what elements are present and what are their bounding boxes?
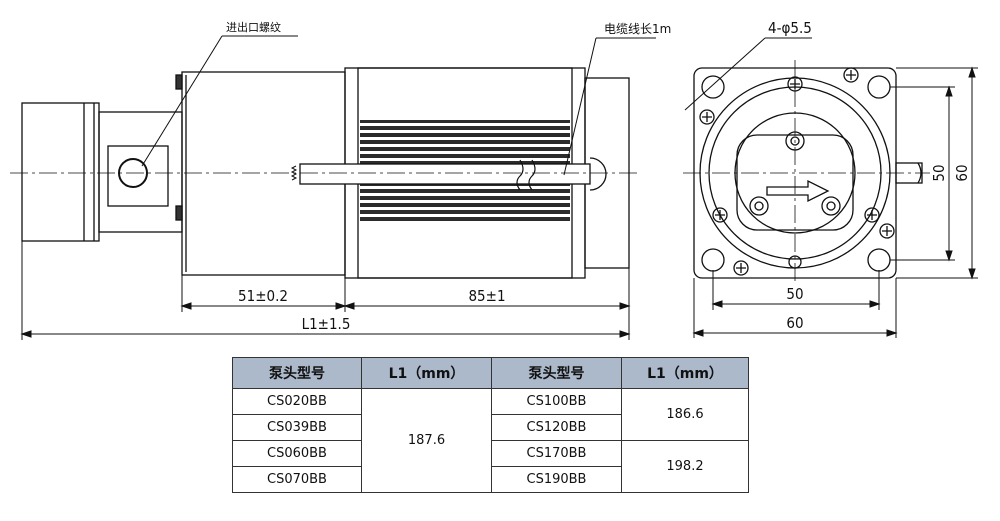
l1-cell-right-top: 186.6	[621, 388, 749, 441]
mounting-hole	[701, 75, 725, 99]
mounting-hole	[867, 75, 891, 99]
flow-direction-arrow	[766, 179, 830, 203]
cable-outlet	[299, 163, 591, 185]
hole-spec-label: 4-φ5.5	[768, 19, 812, 37]
pump-coupling-block	[98, 111, 183, 233]
pump-head-body	[21, 102, 100, 242]
dim-motor-length: 85±1	[468, 287, 505, 305]
model-cell: CS020BB	[232, 388, 362, 415]
model-cell: CS120BB	[491, 414, 622, 441]
mounting-hole	[867, 248, 891, 272]
model-cell: CS070BB	[232, 466, 362, 493]
inlet-outlet-thread-label: 进出口螺纹	[226, 20, 281, 34]
l1-cell-right-bottom: 198.2	[621, 440, 749, 493]
side-view	[21, 67, 630, 279]
header-pump-model-left: 泵头型号	[232, 357, 362, 389]
model-cell: CS170BB	[491, 440, 622, 467]
cable-length-label: 电缆线长1m	[604, 22, 671, 36]
table-header-row: 泵头型号 L1（mm） 泵头型号 L1（mm）	[232, 357, 749, 389]
pump-spec-table: 泵头型号 L1（mm） 泵头型号 L1（mm） CS020BB 187.6 CS…	[232, 357, 749, 493]
technical-drawing: 进出口螺纹 电缆线长1m 51±0.2 85±1 L1±1.5	[10, 19, 978, 340]
dim-flange-width: 60	[786, 314, 803, 332]
header-l1-right: L1（mm）	[621, 357, 749, 389]
model-cell: CS060BB	[232, 440, 362, 467]
mounting-hole	[701, 248, 725, 272]
table-row: CS070BB CS190BB	[232, 466, 749, 493]
model-cell: CS190BB	[491, 466, 622, 493]
header-l1-left: L1（mm）	[361, 357, 492, 389]
dim-hole-spacing-h: 50	[786, 285, 803, 303]
model-cell: CS039BB	[232, 414, 362, 441]
model-cell: CS100BB	[491, 388, 622, 415]
l1-cell-left: 187.6	[361, 388, 492, 493]
table-row: CS039BB CS120BB	[232, 414, 749, 441]
dim-hole-spacing-v: 50	[930, 164, 948, 181]
dim-flange-height: 60	[953, 164, 971, 181]
header-pump-model-right: 泵头型号	[491, 357, 622, 389]
dim-pump-length: 51±0.2	[238, 287, 288, 305]
table-row: CS020BB 187.6 CS100BB 186.6	[232, 388, 749, 493]
dim-total-length: L1±1.5	[302, 315, 351, 333]
